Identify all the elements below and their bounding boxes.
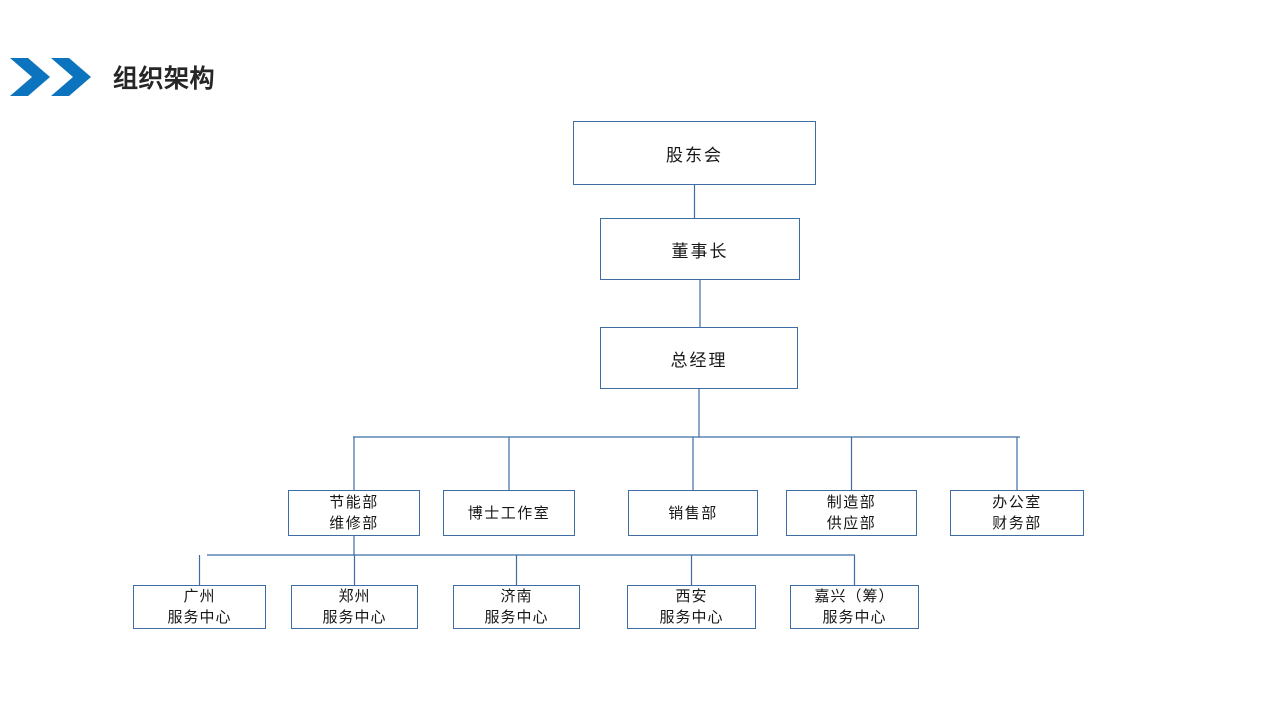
org-node-label: 服务中心	[322, 608, 387, 626]
org-node-label: 广州	[183, 587, 216, 605]
slide-header: 组织架构	[0, 0, 1280, 120]
org-node-label: 节能部	[329, 493, 379, 511]
org-node-label: 博士工作室	[467, 503, 551, 522]
org-node-label: 郑州	[338, 587, 371, 605]
org-node-label: 董事长	[671, 241, 729, 262]
org-node-label: 股东会	[666, 145, 723, 166]
org-node-dept-manuf[interactable]: 制造部供应部	[786, 490, 917, 536]
org-node-label: 总经理	[670, 350, 728, 371]
org-node-center-jx[interactable]: 嘉兴（筹） 服务中心	[790, 585, 919, 629]
org-node-dept-doctor[interactable]: 博士工作室	[443, 490, 575, 536]
org-node-center-jn[interactable]: 济南服务中心	[453, 585, 580, 629]
org-node-label: 财务部	[992, 514, 1042, 532]
org-node-dept-energy[interactable]: 节能部维修部	[288, 490, 420, 536]
org-node-label: 济南	[500, 587, 533, 605]
org-node-label: 服务中心	[659, 608, 724, 626]
org-node-shareholders[interactable]: 股东会	[573, 121, 816, 185]
org-node-label: 嘉兴（筹）	[814, 587, 895, 605]
org-node-chairman[interactable]: 董事长	[600, 218, 800, 280]
org-node-label: 西安	[675, 587, 708, 605]
org-node-label: 制造部	[826, 493, 877, 511]
org-node-dept-sales[interactable]: 销售部	[628, 490, 758, 536]
org-node-label: 维修部	[329, 514, 379, 532]
page-title: 组织架构	[113, 64, 216, 93]
org-node-center-zz[interactable]: 郑州服务中心	[291, 585, 418, 629]
org-node-dept-office[interactable]: 办公室财务部	[950, 490, 1084, 536]
org-node-center-xa[interactable]: 西安服务中心	[627, 585, 756, 629]
double-chevron-right-icon	[10, 58, 91, 96]
org-node-label: 供应部	[826, 514, 877, 532]
org-node-center-gz[interactable]: 广州服务中心	[133, 585, 266, 629]
org-node-label: 服务中心	[822, 608, 887, 626]
org-node-label: 服务中心	[167, 608, 232, 626]
org-node-label: 销售部	[668, 503, 718, 522]
org-node-label: 办公室	[992, 493, 1042, 511]
org-node-label: 服务中心	[484, 608, 549, 626]
org-node-gm[interactable]: 总经理	[600, 327, 798, 389]
